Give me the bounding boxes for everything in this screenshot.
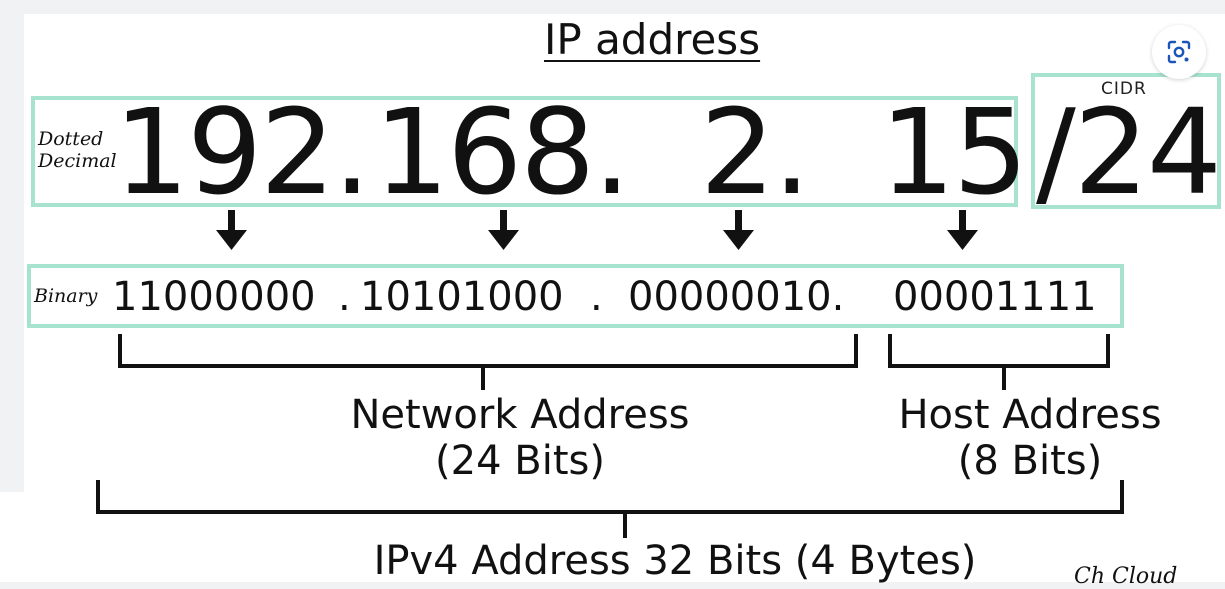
network-address-label: Network Address: [350, 392, 690, 438]
binary-octet-3: 00000010.: [628, 274, 845, 320]
google-lens-button[interactable]: [1152, 25, 1206, 79]
octet-3: 2.: [700, 83, 811, 221]
host-address-label: Host Address: [898, 392, 1162, 438]
host-address-bits: (8 Bits): [957, 438, 1103, 484]
diagram-card: [24, 14, 1225, 582]
side-panel-edge: [0, 492, 24, 582]
dotted-label-line2: Decimal: [38, 150, 117, 172]
octet-1: 192.: [114, 83, 371, 221]
binary-separator-1: .: [338, 274, 351, 320]
arrow-down-icon: [723, 210, 754, 250]
dotted-label-line1: Dotted: [38, 128, 104, 150]
dotted-label: Dotted Decimal: [38, 128, 117, 172]
host-bracket: [888, 334, 1110, 368]
cidr-frame: [1031, 73, 1221, 209]
network-bracket: [118, 334, 858, 368]
ipv4-total-caption: IPv4 Address 32 Bits (4 Bytes): [373, 538, 977, 584]
octet-4: 15: [880, 83, 1028, 221]
arrow-down-icon: [488, 210, 519, 250]
network-address-bits: (24 Bits): [435, 438, 605, 484]
arrow-down-icon: [947, 210, 978, 250]
binary-octet-1: 11000000: [112, 274, 316, 320]
dotted-decimal-frame: [31, 96, 1018, 207]
binary-frame: [27, 264, 1124, 328]
google-lens-icon: [1167, 40, 1191, 64]
signature: Ch Cloud: [1074, 564, 1178, 589]
diagram-title: IP address: [544, 15, 761, 64]
binary-octet-2: 10101000: [360, 274, 564, 320]
cidr-label: CIDR: [1101, 79, 1147, 99]
binary-label: Binary: [34, 285, 98, 307]
cidr-value: /24: [1036, 83, 1222, 221]
octet-2: 168.: [374, 83, 631, 221]
total-bracket: [96, 480, 1124, 514]
network-address-caption: Network Address (24 Bits): [310, 392, 730, 484]
host-address-caption: Host Address (8 Bits): [875, 392, 1185, 484]
binary-octet-4: 00001111: [893, 274, 1097, 320]
binary-separator-2: .: [590, 274, 603, 320]
arrow-down-icon: [216, 210, 247, 250]
